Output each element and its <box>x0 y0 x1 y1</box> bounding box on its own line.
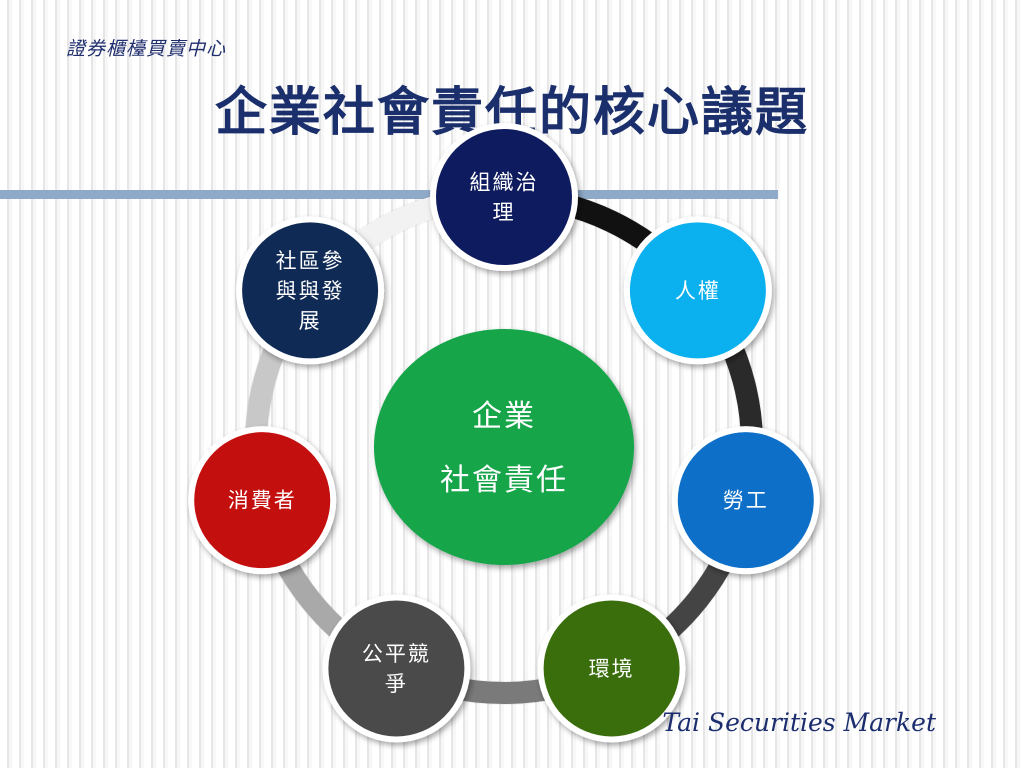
node-fill <box>328 600 465 737</box>
center-circle-shape <box>374 329 634 565</box>
center-circle: 企業社會責任 <box>374 329 634 565</box>
node-fill <box>436 129 572 265</box>
header-label: 證券櫃檯買賣中心 <box>66 38 227 60</box>
node-fill <box>242 222 379 359</box>
node-label-line: 企業 <box>472 399 536 434</box>
node-label-line: 勞工 <box>723 489 769 513</box>
node-label-line: 與與發 <box>276 279 345 303</box>
node-label-line: 展 <box>299 309 322 333</box>
title-rule <box>0 190 778 199</box>
node-label-line: 社會責任 <box>440 463 568 498</box>
node-fill <box>543 600 680 737</box>
node-labor: 勞工 <box>671 426 820 575</box>
node-fill <box>194 432 331 569</box>
node-label-line: 人權 <box>675 279 721 303</box>
node-label-line: 爭 <box>385 672 408 696</box>
footer-text: Tai Securities Market <box>662 708 936 737</box>
node-label-line: 公平競 <box>362 642 431 666</box>
node-fill <box>629 222 766 359</box>
node-label-line: 理 <box>493 201 516 225</box>
node-consumers: 消費者 <box>188 426 337 575</box>
node-label-line: 組織治 <box>470 171 539 195</box>
node-label-line: 環境 <box>589 657 635 681</box>
node-label-line: 社區參 <box>276 249 345 273</box>
node-environment: 環境 <box>537 594 686 743</box>
node-human-rights: 人權 <box>623 216 772 365</box>
node-fill <box>677 432 814 569</box>
node-label-line: 消費者 <box>228 489 297 513</box>
